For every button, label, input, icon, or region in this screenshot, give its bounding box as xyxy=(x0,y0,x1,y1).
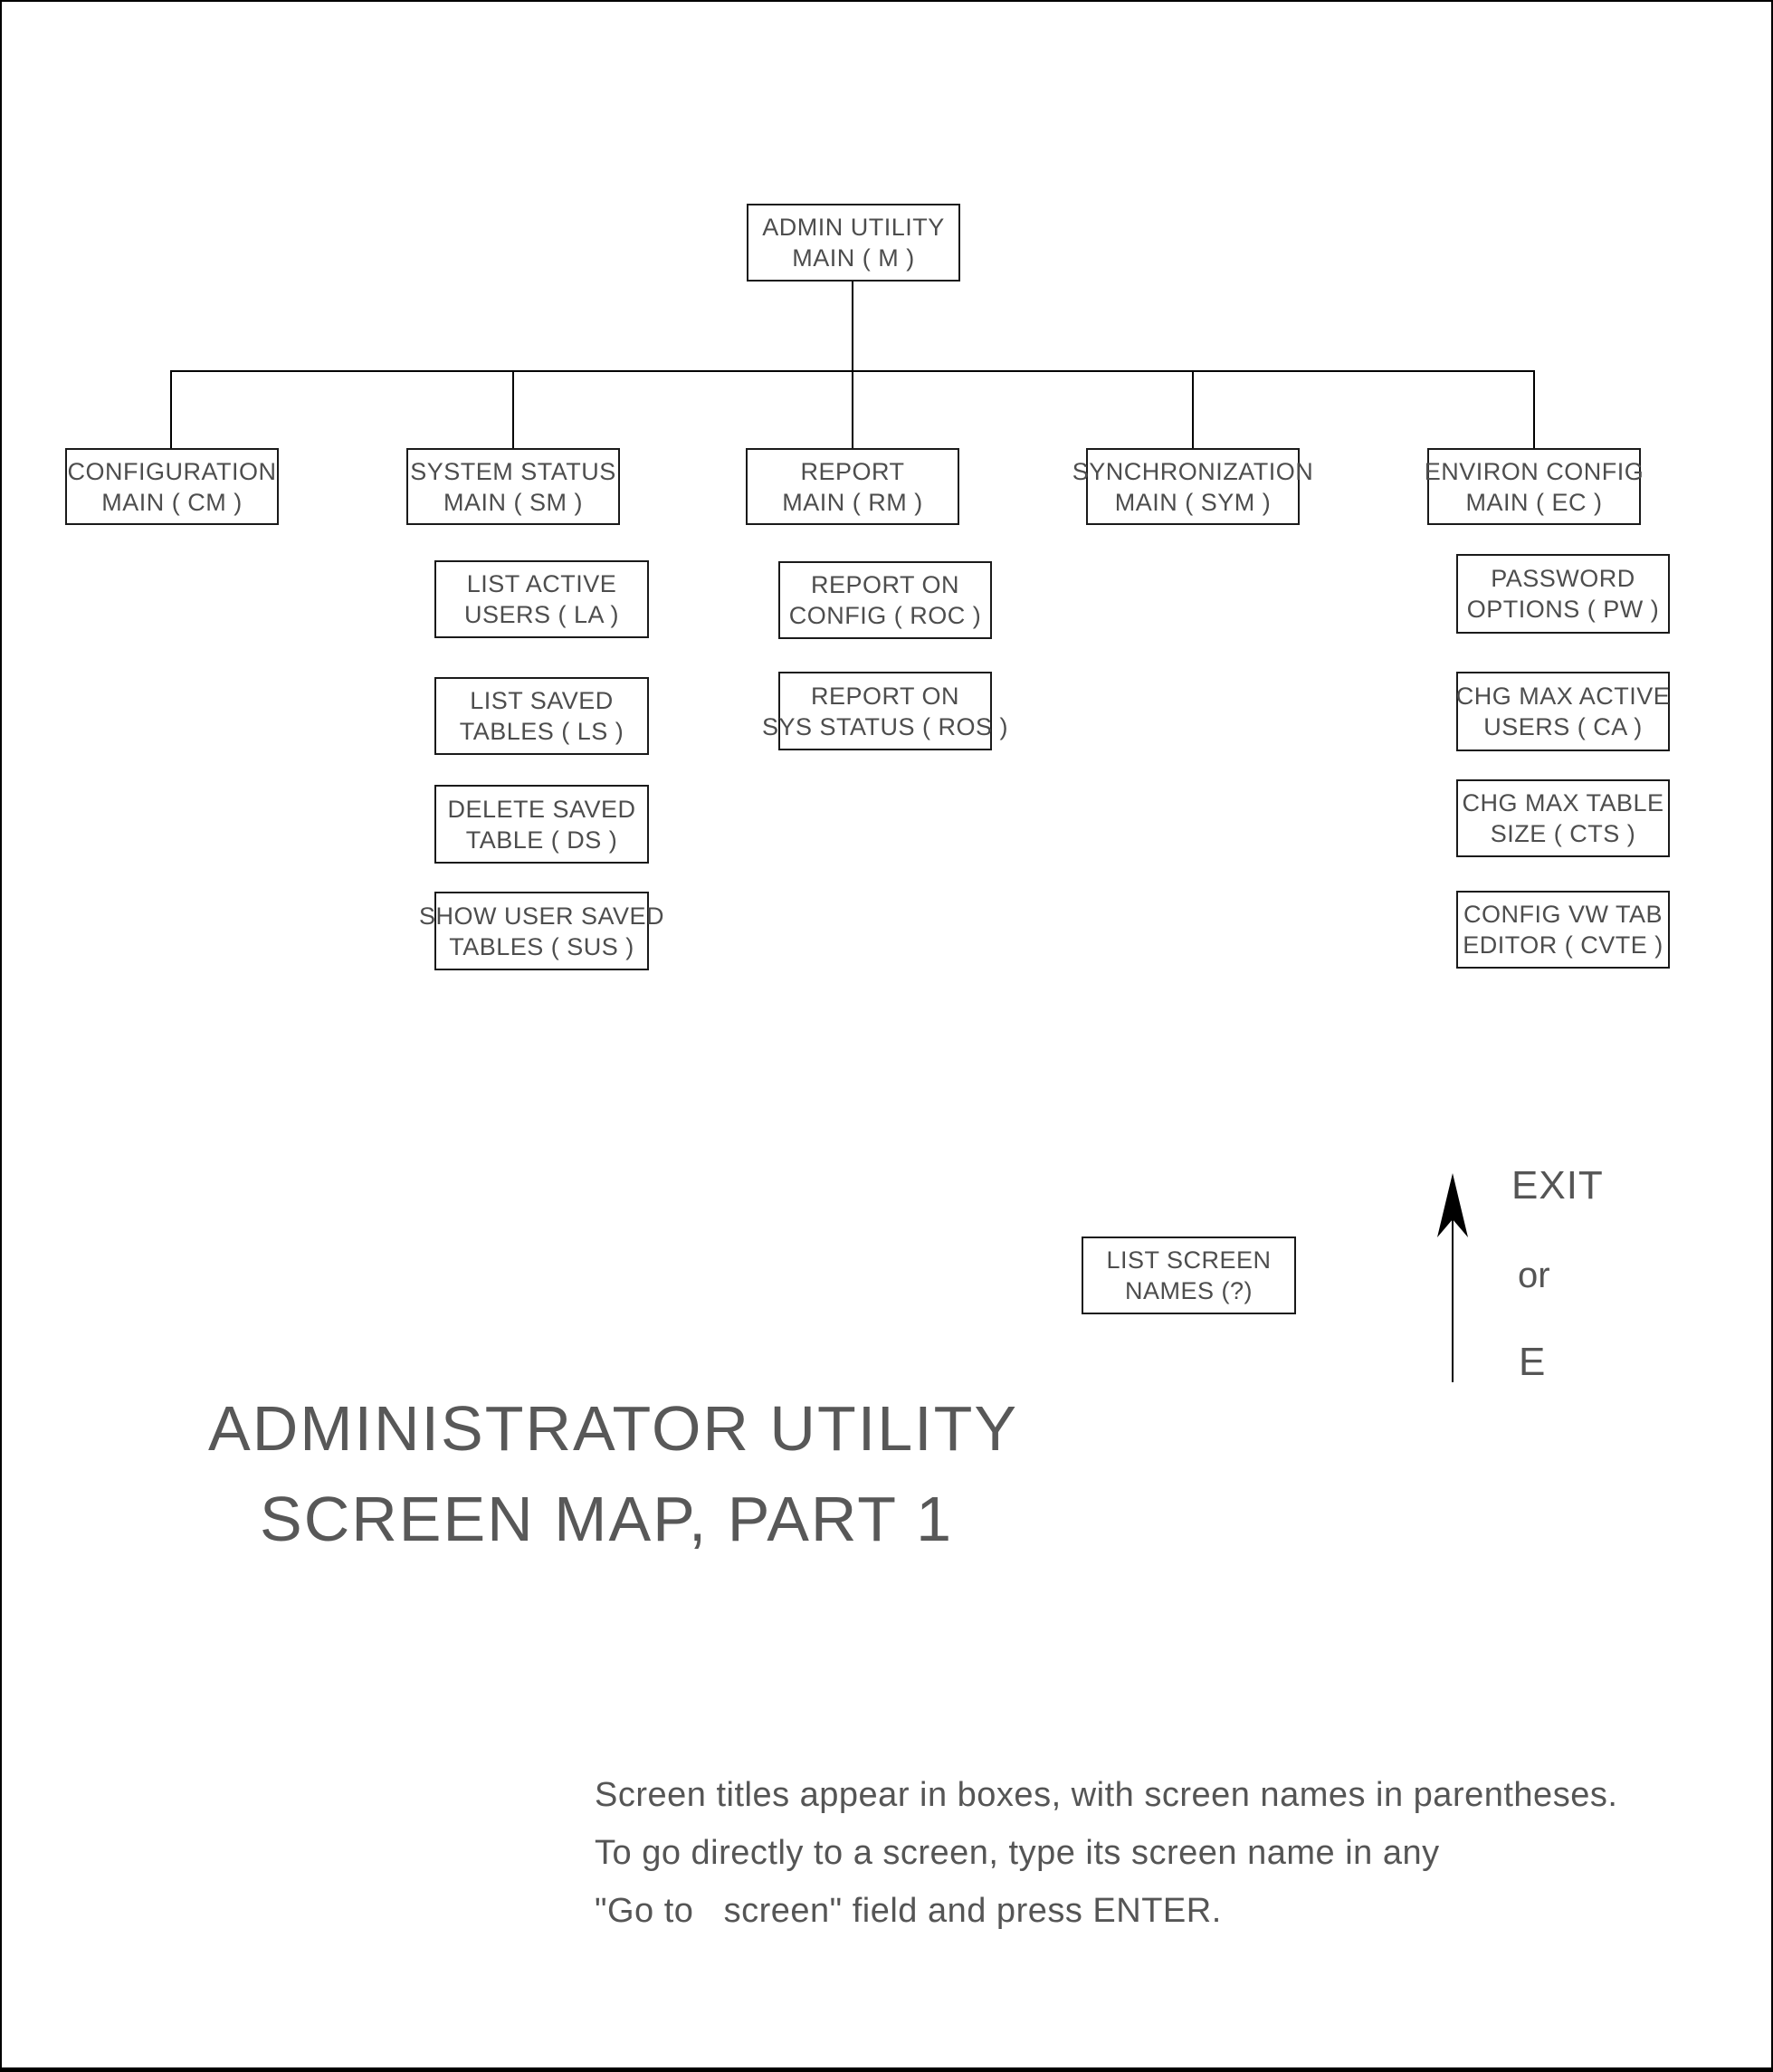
node-config-vw-tab-editor: CONFIG VW TAB EDITOR ( CVTE ) xyxy=(1456,891,1670,969)
node-report-main: REPORT MAIN ( RM ) xyxy=(746,448,959,525)
node-admin-utility-main: ADMIN UTILITY MAIN ( M ) xyxy=(747,204,960,282)
node-list-saved-tables: LIST SAVED TABLES ( LS ) xyxy=(434,677,649,755)
node-synchronization-main: SYNCHRONIZATION MAIN ( SYM ) xyxy=(1072,448,1313,525)
annotation-line1: Screen titles appear in boxes, with scre… xyxy=(595,1776,1618,1814)
node-label: SYSTEM STATUS xyxy=(410,457,616,485)
node-label: EDITOR ( CVTE ) xyxy=(1463,931,1663,959)
node-label: CONFIGURATION xyxy=(67,457,277,485)
node-label: MAIN ( SYM ) xyxy=(1114,488,1272,516)
diagram-title-line1: ADMINISTRATOR UTILITY xyxy=(208,1393,1019,1464)
node-label: MAIN ( M ) xyxy=(792,244,915,272)
connector-admin-down xyxy=(852,282,853,372)
connector-drop-configuration xyxy=(170,372,172,448)
node-label: REPORT ON xyxy=(810,571,960,598)
node-label: MAIN ( RM ) xyxy=(782,488,923,516)
node-list-active-users: LIST ACTIVE USERS ( LA ) xyxy=(434,560,649,638)
node-label: CHG MAX ACTIVE xyxy=(1455,683,1671,710)
diagram-title-line2: SCREEN MAP, PART 1 xyxy=(260,1484,954,1554)
node-label: SYNCHRONIZATION xyxy=(1072,457,1314,485)
node-label: USERS ( CA ) xyxy=(1483,713,1643,740)
node-list-screen-names: LIST SCREEN NAMES (?) xyxy=(1082,1237,1296,1314)
node-password-options: PASSWORD OPTIONS ( PW ) xyxy=(1456,554,1670,634)
node-label: NAMES (?) xyxy=(1124,1277,1253,1304)
exit-label: EXIT xyxy=(1511,1163,1604,1208)
node-label: REPORT ON xyxy=(810,682,960,710)
up-arrow-icon xyxy=(1437,1173,1468,1382)
node-label: LIST SCREEN xyxy=(1106,1246,1272,1274)
node-label: USERS ( LA ) xyxy=(463,601,620,628)
node-label: SYS STATUS ( ROS ) xyxy=(761,712,1009,740)
node-label: MAIN ( CM ) xyxy=(101,488,243,516)
node-show-user-saved-tables: SHOW USER SAVED TABLES ( SUS ) xyxy=(419,892,664,970)
node-label: MAIN ( SM ) xyxy=(443,488,583,516)
node-label: SHOW USER SAVED xyxy=(418,902,665,930)
node-label: CONFIG ( ROC ) xyxy=(788,602,982,629)
annotation-line2: To go directly to a screen, type its scr… xyxy=(595,1834,1440,1872)
node-label: CHG MAX TABLE xyxy=(1462,789,1664,816)
node-label: CONFIG VW TAB xyxy=(1463,901,1663,928)
node-environ-config-main: ENVIRON CONFIG MAIN ( EC ) xyxy=(1424,448,1644,525)
node-label: PASSWORD xyxy=(1491,565,1635,592)
node-chg-max-active-users: CHG MAX ACTIVE USERS ( CA ) xyxy=(1456,672,1670,751)
node-report-on-config: REPORT ON CONFIG ( ROC ) xyxy=(778,561,992,639)
annotation-line3: "Go to screen" field and press ENTER. xyxy=(595,1892,1222,1930)
node-label: LIST ACTIVE xyxy=(466,570,617,597)
node-label: LIST SAVED xyxy=(470,687,614,714)
or-label: or xyxy=(1518,1256,1550,1295)
connector-drop-environ-config xyxy=(1533,372,1535,448)
node-chg-max-table-size: CHG MAX TABLE SIZE ( CTS ) xyxy=(1456,779,1670,857)
node-label: TABLES ( SUS ) xyxy=(449,932,634,960)
connector-horizontal-bus xyxy=(170,370,1535,372)
node-label: REPORT xyxy=(800,457,905,485)
connector-drop-system-status xyxy=(512,372,514,448)
node-label: ADMIN UTILITY xyxy=(762,214,945,241)
node-label: TABLES ( LS ) xyxy=(459,718,624,745)
node-label: SIZE ( CTS ) xyxy=(1490,820,1636,847)
node-label: ENVIRON CONFIG xyxy=(1424,457,1644,485)
e-label: E xyxy=(1519,1340,1546,1384)
node-label: MAIN ( EC ) xyxy=(1465,488,1603,516)
node-label: DELETE SAVED xyxy=(447,795,636,823)
node-report-on-sys-status: REPORT ON SYS STATUS ( ROS ) xyxy=(762,672,1008,750)
node-label: OPTIONS ( PW ) xyxy=(1466,596,1660,623)
connector-drop-report xyxy=(852,372,853,448)
node-label: TABLE ( DS ) xyxy=(465,826,618,854)
node-delete-saved-table: DELETE SAVED TABLE ( DS ) xyxy=(434,785,649,864)
node-configuration-main: CONFIGURATION MAIN ( CM ) xyxy=(65,448,279,525)
node-system-status-main: SYSTEM STATUS MAIN ( SM ) xyxy=(406,448,620,525)
connector-drop-synchronization xyxy=(1192,372,1194,448)
